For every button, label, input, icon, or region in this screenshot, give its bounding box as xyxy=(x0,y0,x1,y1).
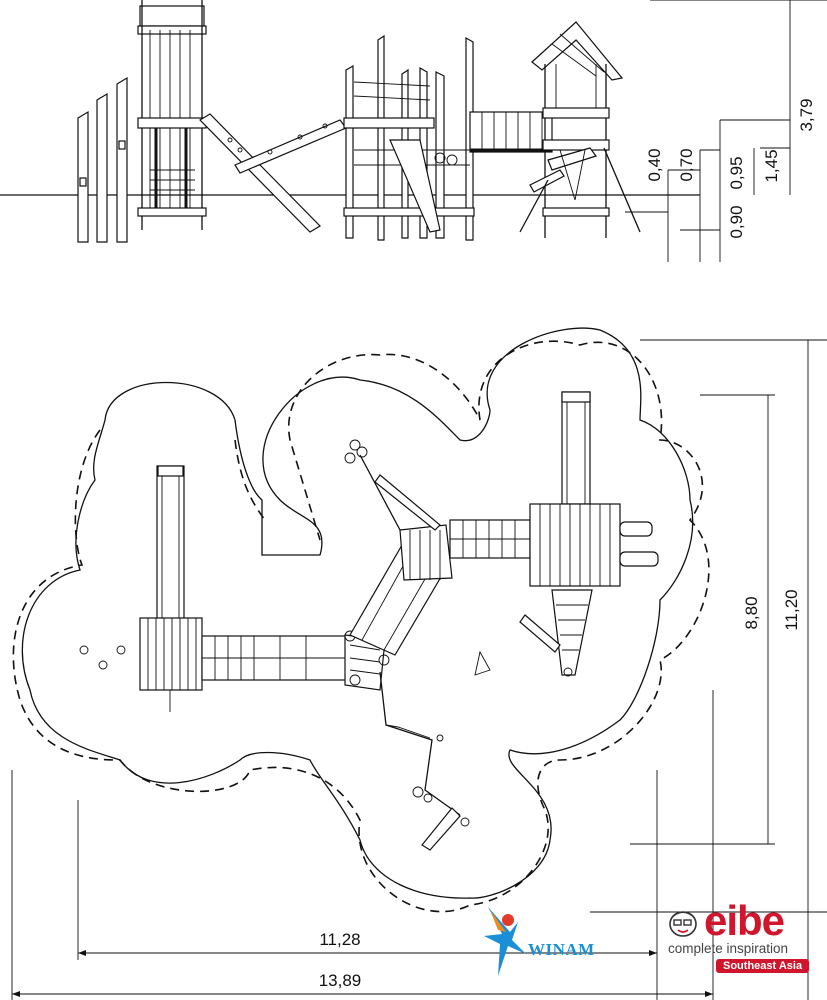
bridge-diagonal xyxy=(344,439,453,656)
plan-dimension-lines xyxy=(11,339,827,1000)
safety-zone-inner xyxy=(21,327,694,899)
triangle-marker xyxy=(474,650,491,676)
platform-center xyxy=(344,630,390,691)
elevation-view xyxy=(0,0,827,262)
elevation-dimension-labels: 3,79 1,45 0,95 0,70 0,40 0,90 xyxy=(645,98,816,238)
bridge-left xyxy=(201,635,351,681)
dim-height-platform-mid: 0,95 xyxy=(727,156,746,189)
platform-right xyxy=(529,503,659,587)
safety-zone-outer xyxy=(12,340,710,913)
dim-depth-inner: 8,80 xyxy=(742,596,761,629)
dim-height-step: 0,40 xyxy=(645,148,664,181)
eibe-region-badge: Southeast Asia xyxy=(716,959,810,973)
slide-right xyxy=(561,391,591,505)
winam-logo: WINAM xyxy=(478,902,628,982)
eibe-logo: eibe complete inspiration Southeast Asia xyxy=(668,897,818,975)
climbing-chain xyxy=(379,671,470,851)
winam-wordmark: WINAM xyxy=(528,940,595,959)
dim-depth-total: 11,20 xyxy=(782,589,801,630)
platform-left xyxy=(139,617,203,712)
dim-height-total: 3,79 xyxy=(797,98,816,131)
tower-right xyxy=(519,21,641,238)
dim-height-platform-low: 0,70 xyxy=(677,148,696,181)
dim-width-total: 13,89 xyxy=(319,971,362,990)
slide-left xyxy=(156,465,185,627)
plan-dimension-labels: 11,28 13,89 8,80 11,20 xyxy=(319,589,801,990)
eibe-tagline: complete inspiration xyxy=(668,941,789,956)
height-dimension-lines xyxy=(625,0,827,262)
eibe-wordmark: eibe xyxy=(704,897,785,944)
dim-depth-below-ground: 0,90 xyxy=(727,205,746,238)
ladder-right xyxy=(519,589,593,677)
middle-structure xyxy=(343,34,475,241)
dim-width-inner: 11,28 xyxy=(319,930,360,949)
climbing-ramp xyxy=(199,113,347,233)
left-posts xyxy=(77,76,128,243)
bridge-upper xyxy=(449,519,531,559)
winam-figure-icon xyxy=(484,907,526,976)
tower-left xyxy=(137,0,207,230)
post-cluster-left xyxy=(79,645,126,670)
dim-height-platform-high: 1,45 xyxy=(762,149,781,182)
plan-view xyxy=(12,327,710,913)
eibe-face-icon xyxy=(669,911,697,937)
bridge xyxy=(469,111,553,153)
